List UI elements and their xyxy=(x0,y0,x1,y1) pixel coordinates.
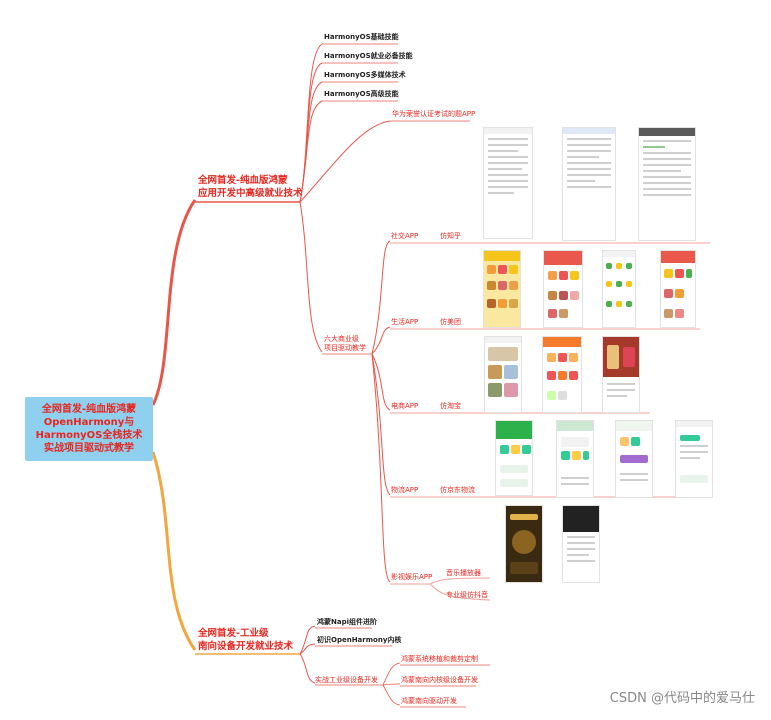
device-item[interactable]: 实战工业级设备开发 xyxy=(315,676,378,684)
app-screenshot-thumbnail xyxy=(562,505,600,583)
app-screenshot-thumbnail xyxy=(660,250,696,328)
branch-app-line-1: 全网首发-纯血版鸿蒙 xyxy=(198,175,288,186)
skill-item[interactable]: HarmonyOS多媒体技术 xyxy=(324,71,406,79)
root-line-1: 全网首发-纯血版鸿蒙 xyxy=(41,404,137,415)
branch-device-title[interactable]: 全网首发-工业级 南向设备开发就业技术 xyxy=(198,627,293,653)
root-line-2: OpenHarmony与 xyxy=(43,417,135,428)
app-screenshot-thumbnail xyxy=(562,127,616,241)
entertainment-child[interactable]: 音乐播放器 xyxy=(446,569,481,577)
device-item[interactable]: 初识OpenHarmony内核 xyxy=(317,636,402,644)
app-screenshot-thumbnail xyxy=(675,420,713,498)
device-subitem[interactable]: 鸿蒙南向内核级设备开发 xyxy=(401,676,478,684)
branch-device-line-1: 全网首发-工业级 xyxy=(198,628,269,639)
app-screenshot-thumbnail xyxy=(483,250,521,328)
root-line-4: 实战项目驱动式教学 xyxy=(44,443,134,454)
device-item[interactable]: 鸿蒙Napi组件进阶 xyxy=(317,618,377,626)
app-screenshot-thumbnail xyxy=(602,336,640,413)
connector-root-app xyxy=(151,199,197,406)
project-category[interactable]: 影视娱乐APP xyxy=(391,573,433,581)
device-subitem[interactable]: 鸿蒙南向驱动开发 xyxy=(401,697,457,705)
app-screenshot-thumbnail xyxy=(542,336,582,413)
csdn-watermark: CSDN @代码中的爱马仕 xyxy=(609,691,755,706)
branch-app-line-2: 应用开发中高级就业技术 xyxy=(198,188,303,199)
root-node[interactable]: 全网首发-纯血版鸿蒙 OpenHarmony与 HarmonyOS全栈技术 实战… xyxy=(25,397,153,461)
project-clone[interactable]: 仿美团 xyxy=(440,318,461,326)
projects-node[interactable]: 六大商业级 项目驱动教学 xyxy=(324,336,366,352)
app-screenshot-thumbnail xyxy=(484,336,522,413)
project-category[interactable]: 电商APP xyxy=(391,402,419,410)
app-screenshot-thumbnail xyxy=(483,127,533,239)
project-category[interactable]: 社交APP xyxy=(391,232,419,240)
project-clone[interactable]: 仿知乎 xyxy=(440,232,461,240)
branch-device-line-2: 南向设备开发就业技术 xyxy=(198,641,294,652)
root-line-3: HarmonyOS全栈技术 xyxy=(35,430,143,441)
app-screenshot-thumbnail xyxy=(556,420,594,498)
projects-line-1: 六大商业级 xyxy=(324,335,359,343)
skill-item[interactable]: HarmonyOS高级技能 xyxy=(324,90,399,98)
projects-line-2: 项目驱动教学 xyxy=(324,344,366,352)
cert-app-node[interactable]: 华为荣誉认证考试的题APP xyxy=(392,110,476,118)
entertainment-child[interactable]: 专业级仿抖音 xyxy=(446,591,488,599)
app-screenshot-thumbnail xyxy=(602,250,636,328)
skill-item[interactable]: HarmonyOS就业必备技能 xyxy=(324,52,413,60)
project-clone[interactable]: 仿京东物流 xyxy=(440,486,475,494)
project-category[interactable]: 生活APP xyxy=(391,318,419,326)
branch-app-title[interactable]: 全网首发-纯血版鸿蒙 应用开发中高级就业技术 xyxy=(198,174,303,200)
skill-item[interactable]: HarmonyOS基础技能 xyxy=(324,33,399,41)
app-screenshot-thumbnail xyxy=(615,420,653,498)
device-subitem[interactable]: 鸿蒙系统移植和裁剪定制 xyxy=(401,655,478,663)
app-screenshot-thumbnail xyxy=(543,250,583,328)
connector-root-device xyxy=(151,451,197,651)
project-clone[interactable]: 仿淘宝 xyxy=(440,402,461,410)
app-screenshot-thumbnail xyxy=(495,420,533,496)
app-screenshot-thumbnail xyxy=(638,127,696,241)
project-category[interactable]: 物流APP xyxy=(391,486,419,494)
app-screenshot-thumbnail xyxy=(505,505,543,583)
